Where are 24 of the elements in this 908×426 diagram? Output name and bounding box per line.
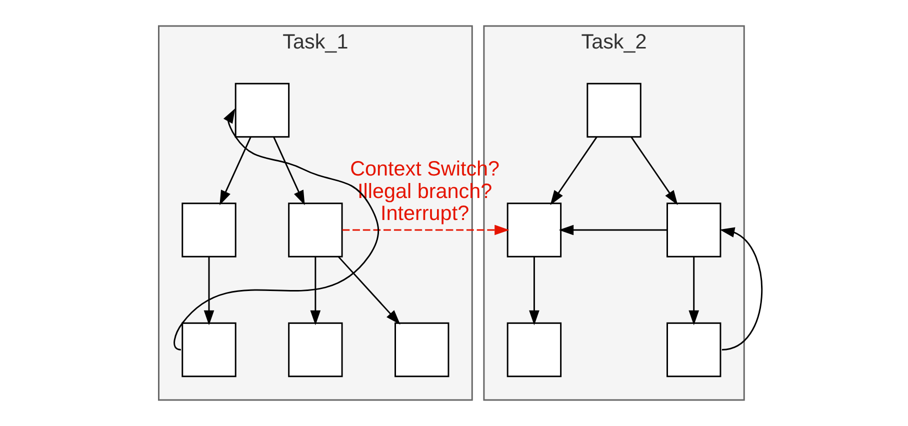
arrow xyxy=(203,256,214,326)
node-box xyxy=(181,202,236,258)
node-box xyxy=(506,322,562,378)
arrow xyxy=(558,224,666,236)
arrow xyxy=(219,136,251,206)
arrow xyxy=(719,227,762,350)
arrow xyxy=(342,224,509,236)
node-box xyxy=(234,82,290,138)
node-box xyxy=(181,322,236,378)
node-box xyxy=(288,322,342,378)
node-box xyxy=(586,82,641,138)
node-box xyxy=(288,202,342,258)
arrow xyxy=(310,256,320,326)
arrow xyxy=(272,136,304,206)
node-box xyxy=(394,322,449,378)
arrow xyxy=(173,108,378,350)
node-box xyxy=(506,202,562,258)
arrow xyxy=(550,136,597,206)
arrow xyxy=(688,256,699,326)
arrow xyxy=(528,256,539,326)
node-box xyxy=(666,322,721,378)
arrow xyxy=(337,256,400,325)
arrow xyxy=(630,136,678,206)
node-box xyxy=(666,202,721,258)
